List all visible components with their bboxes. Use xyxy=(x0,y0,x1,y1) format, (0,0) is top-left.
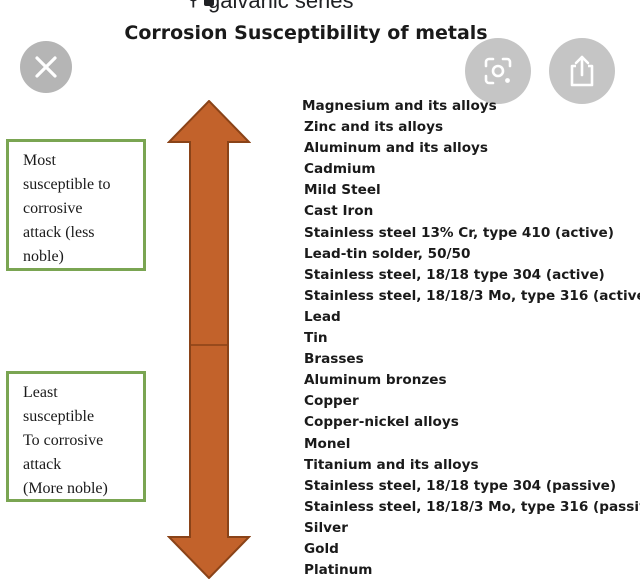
search-icon: ⚲ xyxy=(186,0,201,10)
share-button[interactable] xyxy=(549,38,615,104)
metal-item: Brasses xyxy=(304,351,364,368)
box-line: Least xyxy=(23,384,58,401)
box-line: Most xyxy=(23,152,56,169)
metal-item: Aluminum and its alloys xyxy=(304,140,489,157)
most-susceptible-box: Most susceptible to corrosive attack (le… xyxy=(6,139,146,271)
box-line: attack (less xyxy=(23,224,95,241)
metal-item: Monel xyxy=(304,435,351,452)
box-line: To corrosive xyxy=(23,432,104,449)
metal-item: Titanium and its alloys xyxy=(304,456,479,473)
metal-item: Stainless steel, 18/18 type 304 (active) xyxy=(304,266,605,283)
box-line: attack xyxy=(23,456,62,473)
metal-item: Stainless steel, 18/18/3 Mo, type 316 (p… xyxy=(304,498,640,515)
metal-item: Cadmium xyxy=(304,161,376,178)
least-susceptible-box: Least susceptible To corrosive attack (M… xyxy=(6,371,146,502)
metal-item: Stainless steel, 18/18/3 Mo, type 316 (a… xyxy=(304,287,640,304)
search-bar[interactable]: ⚲ galvanic series xyxy=(0,0,640,14)
metal-item: Silver xyxy=(304,519,348,536)
arrow-shape xyxy=(167,100,251,579)
metal-item: Tin xyxy=(304,330,328,347)
box-line: noble) xyxy=(23,248,64,265)
lock-icon xyxy=(204,0,214,6)
box-line: susceptible to xyxy=(23,176,111,193)
metal-item: Zinc and its alloys xyxy=(304,119,444,136)
metal-item: Platinum xyxy=(304,562,373,579)
close-button[interactable] xyxy=(20,41,72,93)
search-query[interactable]: galvanic series xyxy=(208,0,354,13)
lens-icon xyxy=(484,57,512,85)
metal-item: Aluminum bronzes xyxy=(304,372,447,389)
box-line: (More noble) xyxy=(23,480,108,497)
metal-item: Mild Steel xyxy=(304,182,381,199)
box-line: corrosive xyxy=(23,200,83,217)
double-arrow xyxy=(167,100,251,579)
metal-item: Cast Iron xyxy=(304,203,374,220)
metal-item: Stainless steel 13% Cr, type 410 (active… xyxy=(304,224,614,241)
share-icon xyxy=(570,55,594,87)
metal-item: Stainless steel, 18/18 type 304 (passive… xyxy=(304,477,617,494)
close-icon xyxy=(35,56,57,78)
metal-item: Copper xyxy=(304,393,359,410)
metal-item: Lead-tin solder, 50/50 xyxy=(304,245,471,262)
box-line: susceptible xyxy=(23,408,95,425)
figure-title: Corrosion Susceptibility of metals xyxy=(124,22,488,44)
metal-item: Lead xyxy=(304,308,341,325)
metal-item: Magnesium and its alloys xyxy=(302,98,497,114)
metal-item: Copper-nickel alloys xyxy=(304,414,459,431)
lens-button[interactable] xyxy=(465,38,531,104)
metal-item: Gold xyxy=(304,540,339,557)
